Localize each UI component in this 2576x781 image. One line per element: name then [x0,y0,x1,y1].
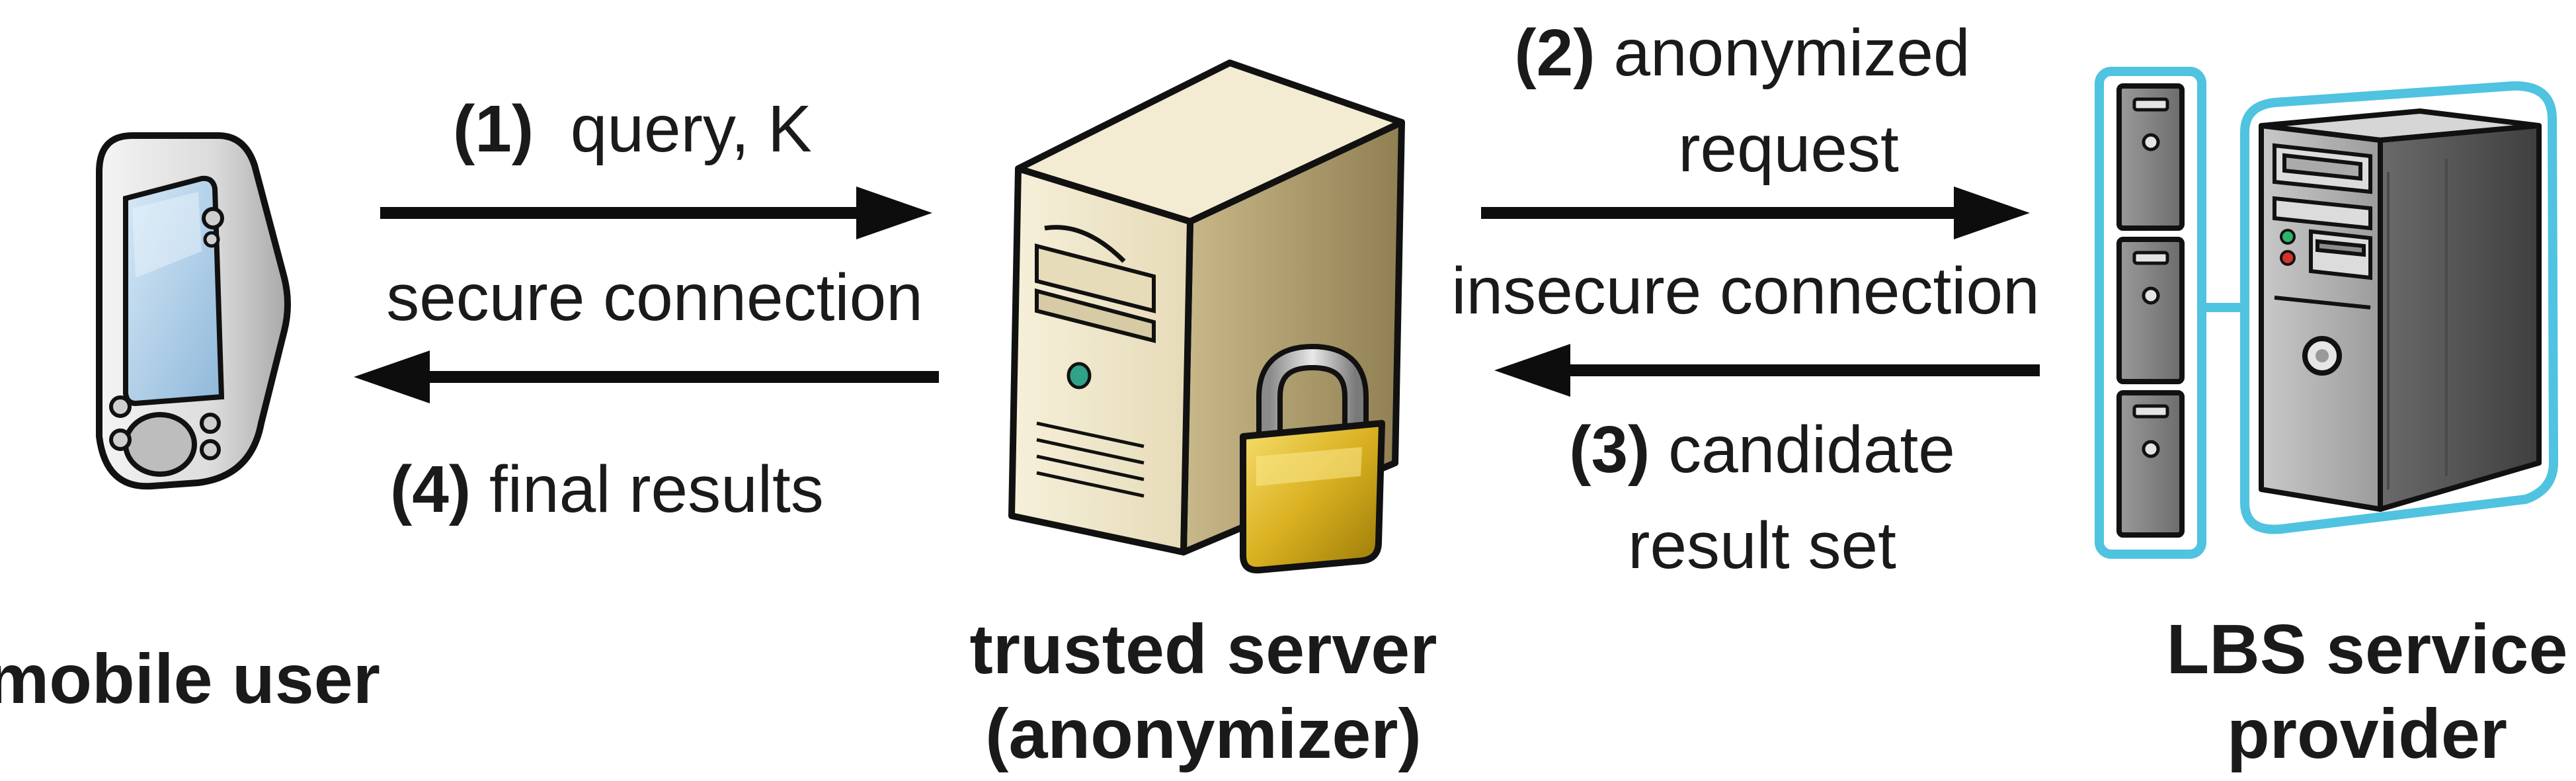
step1-number: (1) [453,92,534,166]
step4-number: (4) [390,452,471,526]
step4-text: final results [489,452,824,526]
step2-text-line2: request [1678,112,1899,186]
server-tower-icon [1008,60,1405,555]
server-rack-icon [2095,67,2559,559]
mobile-user-label: mobile user [0,640,380,718]
padlock-icon [1240,343,1385,574]
step1-label: (1) query, K [453,96,812,162]
arrow-step4 [354,350,939,403]
insecure-connection-label: insecure connection [1451,254,2040,328]
arrow-step1 [380,186,932,239]
arrow-step2 [1481,186,2030,239]
step3-text-line1: candidate [1668,413,1955,487]
step2-number: (2) [1514,16,1595,90]
trusted-server-label-line2: (anonymizer) [985,695,1422,773]
step2-label-line1: (2) anonymized [1514,20,1970,86]
step3-label-line1: (3) candidate [1569,417,1955,483]
step3-text-line2: result set [1628,509,1896,583]
lbs-provider-label-line1: LBS service [2166,610,2568,688]
arrow-step3 [1494,344,2040,397]
step2-text-line1: anonymized [1613,16,1970,90]
step4-label: (4) final results [390,456,824,522]
trusted-server-label-line1: trusted server [969,610,1437,688]
pda-icon [96,132,291,490]
lbs-provider-label-line2: provider [2226,695,2508,773]
step3-number: (3) [1569,413,1650,487]
secure-connection-label: secure connection [386,261,923,335]
step1-text: query, K [570,92,812,166]
